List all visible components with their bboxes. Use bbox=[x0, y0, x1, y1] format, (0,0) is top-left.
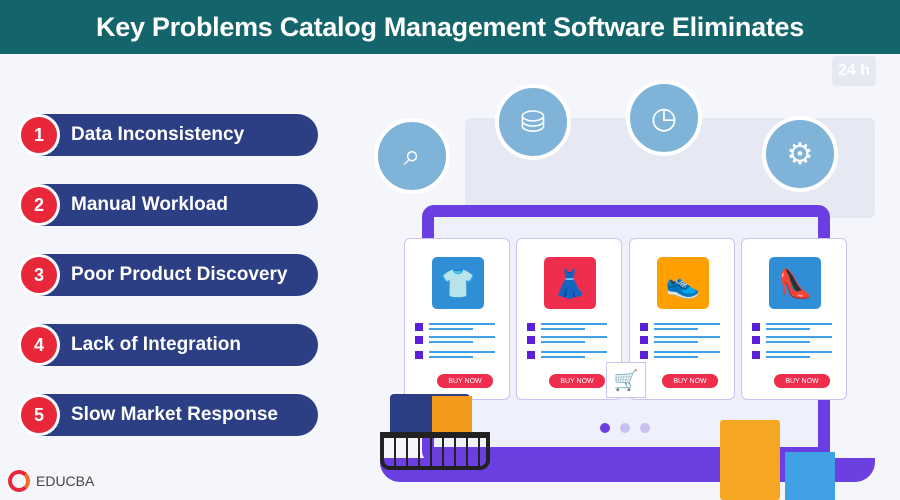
educba-logo: EDUCBA bbox=[8, 470, 94, 492]
product-detail-row bbox=[527, 351, 613, 363]
problem-item-1: 1 Data Inconsistency bbox=[18, 114, 318, 156]
product-detail-row bbox=[415, 323, 501, 335]
dot-active[interactable] bbox=[600, 423, 610, 433]
product-detail-row bbox=[527, 323, 613, 335]
sneaker-icon: 👟 bbox=[657, 257, 709, 309]
product-detail-row bbox=[640, 351, 726, 363]
buy-now-button[interactable]: BUY NOW bbox=[662, 374, 718, 388]
product-detail-row bbox=[752, 351, 838, 363]
product-detail-row bbox=[640, 323, 726, 335]
problem-label: Manual Workload bbox=[71, 194, 228, 215]
cart-icon: 🛒 bbox=[606, 362, 646, 398]
buy-now-button[interactable]: BUY NOW bbox=[774, 374, 830, 388]
product-detail-row bbox=[752, 323, 838, 335]
problem-label: Lack of Integration bbox=[71, 334, 241, 355]
product-detail-row bbox=[415, 336, 501, 348]
educba-logo-icon bbox=[8, 470, 30, 492]
team-clock-icon: ◷ bbox=[626, 80, 702, 156]
brand-name: EDUCBA bbox=[36, 473, 95, 489]
dot[interactable] bbox=[620, 423, 630, 433]
product-card-dress: 👗 BUY NOW bbox=[516, 238, 622, 400]
product-detail-row bbox=[415, 351, 501, 363]
24h-badge: 24 h bbox=[832, 56, 876, 86]
product-detail-row bbox=[752, 336, 838, 348]
buy-now-button[interactable]: BUY NOW bbox=[437, 374, 493, 388]
product-card-high-heel: 👠 BUY NOW bbox=[741, 238, 847, 400]
high-heel-icon: 👠 bbox=[769, 257, 821, 309]
problem-item-2: 2 Manual Workload bbox=[18, 184, 318, 226]
dress-icon: 👗 bbox=[544, 257, 596, 309]
carousel-dots bbox=[600, 423, 650, 433]
problem-number: 4 bbox=[18, 324, 60, 366]
buy-now-button[interactable]: BUY NOW bbox=[549, 374, 605, 388]
gift-box-icon bbox=[720, 420, 780, 500]
page-title: Key Problems Catalog Management Software… bbox=[0, 0, 900, 54]
problem-item-3: 3 Poor Product Discovery bbox=[18, 254, 318, 296]
gear-network-icon: ⚙ bbox=[762, 116, 838, 192]
shopping-cart-illustration bbox=[372, 392, 492, 487]
problem-item-4: 4 Lack of Integration bbox=[18, 324, 318, 366]
box-search-icon: ⌕ bbox=[374, 118, 450, 194]
product-card-t-shirt: 👕 BUY NOW bbox=[404, 238, 510, 400]
problem-number: 5 bbox=[18, 394, 60, 436]
t-shirt-icon: 👕 bbox=[432, 257, 484, 309]
product-card-sneaker: 👟 BUY NOW bbox=[629, 238, 735, 400]
problem-label: Slow Market Response bbox=[71, 404, 278, 425]
product-detail-row bbox=[527, 336, 613, 348]
problem-label: Data Inconsistency bbox=[71, 124, 245, 145]
database-error-icon: ⛁ bbox=[495, 84, 571, 160]
problem-item-5: 5 Slow Market Response bbox=[18, 394, 318, 436]
product-detail-row bbox=[640, 336, 726, 348]
problem-number: 3 bbox=[18, 254, 60, 296]
problem-number: 2 bbox=[18, 184, 60, 226]
problem-number: 1 bbox=[18, 114, 60, 156]
problem-label: Poor Product Discovery bbox=[71, 264, 288, 285]
dot[interactable] bbox=[640, 423, 650, 433]
gift-box-icon bbox=[785, 452, 835, 500]
